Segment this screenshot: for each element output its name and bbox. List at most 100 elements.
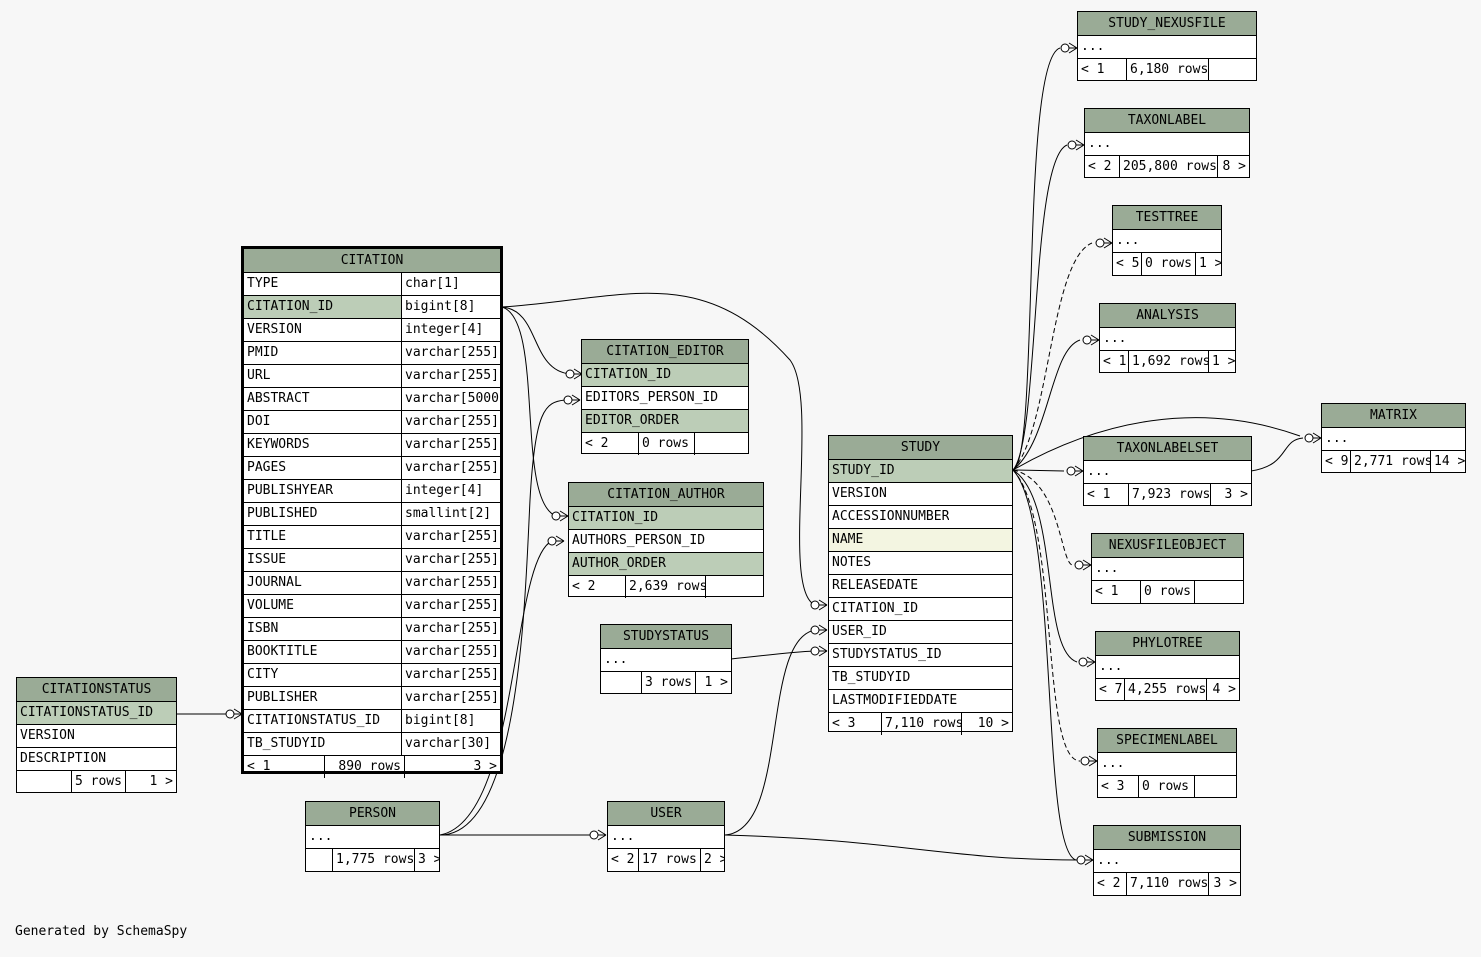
- table-study-nexusfile[interactable]: STUDY_NEXUSFILE ... < 1 6,180 rows: [1077, 11, 1257, 81]
- table-studystatus[interactable]: STUDYSTATUS ... 3 rows 1 >: [600, 624, 732, 694]
- table-matrix[interactable]: MATRIX ... < 9 2,771 rows 14 >: [1321, 403, 1466, 473]
- table-taxonlabelset[interactable]: TAXONLABELSET ... < 1 7,923 rows 3 >: [1083, 436, 1252, 506]
- columns-ellipsis: ...: [1322, 428, 1465, 451]
- column-name: PAGES: [247, 460, 287, 475]
- table-phylotree[interactable]: PHYLOTREE ... < 7 4,255 rows 4 >: [1095, 631, 1240, 701]
- parents-count[interactable]: < 2: [611, 852, 635, 867]
- children-count[interactable]: 2 >: [700, 849, 724, 871]
- parents-count[interactable]: < 7: [1099, 682, 1123, 697]
- row-count: 205,800 rows: [1119, 156, 1217, 178]
- children-count[interactable]: 1 >: [1195, 253, 1221, 275]
- row-count: 0 rows: [1138, 776, 1194, 798]
- column-type: varchar[255]: [401, 411, 500, 433]
- table-analysis[interactable]: ANALYSIS ... < 1 1,692 rows 1 >: [1099, 303, 1236, 373]
- row-count: 17 rows: [638, 849, 700, 871]
- table-testtree[interactable]: TESTTREE ... < 5 0 rows 1 >: [1112, 205, 1222, 276]
- children-count[interactable]: 3 >: [414, 849, 439, 871]
- children-count[interactable]: 1 >: [695, 672, 731, 694]
- column-name: VERSION: [832, 486, 887, 501]
- table-title: STUDYSTATUS: [601, 625, 731, 649]
- columns-ellipsis: ...: [1100, 328, 1235, 351]
- column-name: STUDY_ID: [832, 463, 895, 478]
- children-count[interactable]: 3 >: [1210, 484, 1251, 506]
- column-type: varchar[255]: [401, 434, 500, 456]
- table-taxonlabel[interactable]: TAXONLABEL ... < 2 205,800 rows 8 >: [1084, 108, 1250, 178]
- columns-ellipsis: ...: [608, 826, 724, 849]
- children-count[interactable]: 10 >: [961, 713, 1012, 735]
- column-name: RELEASEDATE: [832, 578, 919, 593]
- edge-taxonlabelset-matrix: [1250, 437, 1304, 472]
- children-count[interactable]: 8 >: [1217, 156, 1249, 178]
- parents-count[interactable]: < 2: [572, 579, 596, 594]
- parents-count[interactable]: < 1: [1081, 62, 1105, 77]
- column-name: KEYWORDS: [247, 437, 310, 452]
- row-count: 0 rows: [638, 433, 694, 455]
- column-name: CITATION_ID: [572, 510, 659, 525]
- column-name: STUDYSTATUS_ID: [832, 647, 942, 662]
- table-title: CITATION: [244, 249, 500, 273]
- parents-count: [601, 672, 641, 694]
- parents-count[interactable]: < 2: [1097, 876, 1121, 891]
- table-submission[interactable]: SUBMISSION ... < 2 7,110 rows 3 >: [1093, 825, 1241, 896]
- table-row: TB_STUDYID: [829, 667, 1012, 690]
- edge-studystatus-study: [730, 650, 816, 660]
- column-type: varchar[255]: [401, 618, 500, 640]
- table-row: LASTMODIFIEDDATE: [829, 690, 1012, 712]
- edge-user-study: [724, 629, 816, 836]
- parents-count[interactable]: < 2: [1088, 159, 1112, 174]
- table-title: USER: [608, 802, 724, 826]
- table-title: PHYLOTREE: [1096, 632, 1239, 656]
- parents-count[interactable]: < 3: [832, 716, 856, 731]
- column-name: PMID: [247, 345, 279, 360]
- parents-count[interactable]: < 1: [247, 759, 271, 774]
- parents-count[interactable]: < 5: [1116, 256, 1140, 271]
- table-title: MATRIX: [1322, 404, 1465, 428]
- table-title: NEXUSFILEOBJECT: [1092, 534, 1243, 558]
- column-name: ISBN: [247, 621, 279, 636]
- table-citationstatus[interactable]: CITATIONSTATUS CITATIONSTATUS_ID VERSION…: [16, 677, 177, 793]
- row-count: 1,692 rows: [1128, 351, 1208, 373]
- parents-count[interactable]: < 9: [1325, 454, 1349, 469]
- children-count[interactable]: 3 >: [1208, 873, 1240, 895]
- parents-count[interactable]: < 2: [585, 436, 609, 451]
- parents-count[interactable]: < 1: [1095, 584, 1119, 599]
- column-type: smallint[2]: [401, 503, 500, 525]
- children-count[interactable]: 1 >: [125, 771, 176, 793]
- column-name: URL: [247, 368, 271, 383]
- children-count[interactable]: 4 >: [1206, 679, 1239, 701]
- column-name: NAME: [832, 532, 864, 547]
- column-name: CITATIONSTATUS_ID: [247, 713, 381, 728]
- parents-count[interactable]: < 3: [1101, 779, 1125, 794]
- parents-count[interactable]: < 1: [1103, 354, 1127, 369]
- parents-count[interactable]: < 1: [1087, 487, 1111, 502]
- row-count: 7,110 rows: [881, 713, 961, 735]
- table-specimenlabel[interactable]: SPECIMENLABEL ... < 3 0 rows: [1097, 728, 1237, 798]
- table-title: SPECIMENLABEL: [1098, 729, 1236, 753]
- children-count[interactable]: 3 >: [404, 756, 500, 778]
- table-citation-editor[interactable]: CITATION_EDITOR CITATION_ID EDITORS_PERS…: [581, 339, 749, 455]
- column-type: char[1]: [401, 273, 500, 295]
- children-count[interactable]: 14 >: [1430, 451, 1465, 473]
- column-name: TB_STUDYID: [247, 736, 326, 751]
- columns-ellipsis: ...: [1092, 558, 1243, 581]
- table-citation-author[interactable]: CITATION_AUTHOR CITATION_ID AUTHORS_PERS…: [568, 482, 764, 598]
- table-row: USER_ID: [829, 621, 1012, 644]
- row-count: 7,923 rows: [1128, 484, 1210, 506]
- column-type: varchar[255]: [401, 457, 500, 479]
- table-person[interactable]: PERSON ... 1,775 rows 3 >: [305, 801, 440, 872]
- table-user[interactable]: USER ... < 2 17 rows 2 >: [607, 801, 725, 872]
- children-count[interactable]: 1 >: [1208, 351, 1235, 373]
- edge-study-testtree: [1012, 242, 1093, 471]
- table-nexusfileobject[interactable]: NEXUSFILEOBJECT ... < 1 0 rows: [1091, 533, 1244, 604]
- row-count: 7,110 rows: [1126, 873, 1208, 895]
- row-count: 1,775 rows: [332, 849, 414, 871]
